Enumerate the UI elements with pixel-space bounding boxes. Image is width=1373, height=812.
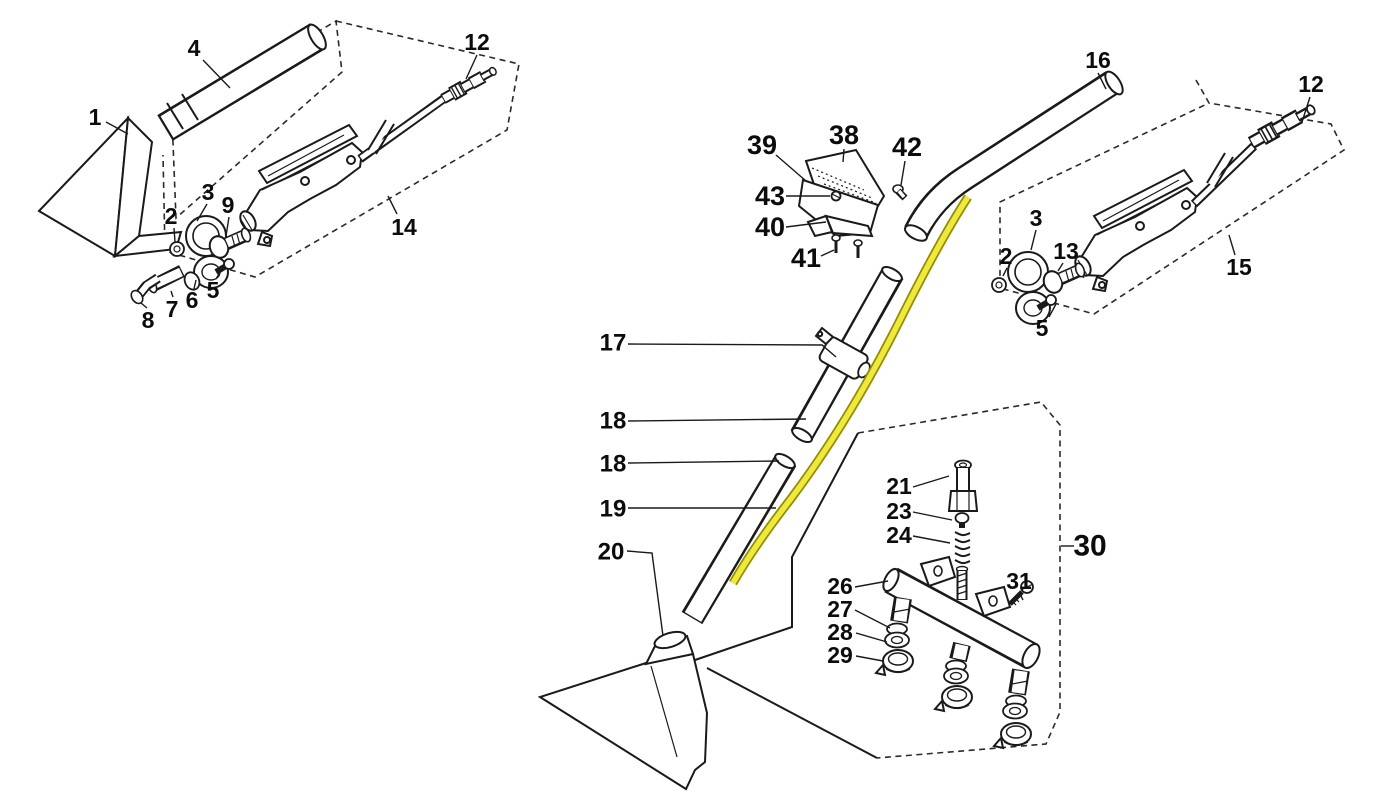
dashed-box-manifold — [694, 401, 1061, 759]
leader-line-3 — [1030, 229, 1037, 251]
manifold-outlet-3 — [992, 668, 1032, 750]
leader-line-27 — [854, 609, 891, 629]
handle-tube — [157, 23, 327, 141]
part-label-28[interactable]: 28 — [827, 619, 853, 645]
part-label-39[interactable]: 39 — [747, 130, 777, 160]
leader-line-38 — [842, 148, 845, 163]
part-label-30[interactable]: 30 — [1073, 530, 1106, 563]
clamp-parts-left — [130, 216, 252, 305]
part-label-5[interactable]: 5 — [1036, 315, 1049, 341]
leader-line-9 — [225, 216, 230, 237]
part-label-21[interactable]: 21 — [886, 473, 912, 499]
trigger-gun-right — [1071, 102, 1318, 292]
part-label-42[interactable]: 42 — [892, 132, 922, 162]
leader-line-2 — [173, 227, 176, 243]
part-label-1[interactable]: 1 — [89, 104, 102, 130]
leader-line-42 — [900, 160, 906, 186]
part-label-3[interactable]: 3 — [1030, 205, 1043, 231]
part-label-14[interactable]: 14 — [391, 214, 417, 240]
part-label-8[interactable]: 8 — [142, 307, 155, 333]
part-label-26[interactable]: 26 — [827, 573, 853, 599]
part-label-12[interactable]: 12 — [464, 29, 490, 55]
leader-line-15 — [1228, 234, 1236, 256]
part-label-5[interactable]: 5 — [207, 277, 220, 303]
manifold-outlet-1 — [874, 596, 914, 677]
part-label-6[interactable]: 6 — [186, 287, 199, 313]
leader-lines — [105, 54, 1311, 662]
leader-line-1 — [105, 121, 129, 135]
coupler-right — [1248, 102, 1318, 150]
leader-line-12 — [1301, 96, 1311, 123]
leader-line-4 — [202, 59, 231, 89]
part-label-29[interactable]: 29 — [827, 642, 853, 668]
part-label-15[interactable]: 15 — [1226, 254, 1252, 280]
trigger-lever-parts — [797, 148, 908, 258]
leader-line-23 — [912, 511, 953, 521]
part-label-7[interactable]: 7 — [166, 296, 179, 322]
curved-lance-tube — [904, 70, 1124, 242]
clamp-parts-right — [992, 252, 1086, 324]
part-label-12[interactable]: 12 — [1298, 71, 1324, 97]
tube-clamp — [814, 326, 871, 380]
leader-line-40 — [785, 221, 827, 228]
leader-line-7 — [170, 290, 174, 298]
leader-line-2 — [1002, 267, 1008, 277]
leader-line-39 — [775, 154, 807, 182]
part-label-20[interactable]: 20 — [598, 539, 625, 566]
part-label-27[interactable]: 27 — [827, 596, 853, 622]
part-label-17[interactable]: 17 — [600, 330, 627, 357]
leader-line-21 — [912, 475, 950, 488]
part-label-19[interactable]: 19 — [600, 496, 627, 523]
leader-line-3 — [196, 203, 208, 222]
part-label-18[interactable]: 18 — [600, 451, 627, 478]
leader-line-18 — [627, 418, 807, 422]
part-label-23[interactable]: 23 — [886, 498, 912, 524]
part-label-9[interactable]: 9 — [222, 192, 235, 218]
part-label-4[interactable]: 4 — [188, 35, 201, 61]
part-label-24[interactable]: 24 — [886, 522, 912, 548]
leader-line-12 — [465, 54, 478, 80]
leader-line-24 — [912, 535, 951, 544]
part-label-2[interactable]: 2 — [165, 203, 178, 229]
part-label-31[interactable]: 31 — [1006, 568, 1032, 594]
extension-tube-lower — [681, 452, 797, 625]
leader-line-5 — [1048, 303, 1057, 318]
part-label-40[interactable]: 40 — [755, 212, 785, 242]
nozzle-manifold — [874, 459, 1041, 750]
leader-line-41 — [820, 249, 835, 257]
leader-line-18 — [627, 460, 780, 464]
part-label-18[interactable]: 18 — [600, 408, 627, 435]
leader-line-8 — [140, 302, 148, 309]
part-label-13[interactable]: 13 — [1053, 238, 1079, 264]
spray-shoe — [537, 630, 709, 791]
part-label-3[interactable]: 3 — [202, 179, 215, 205]
part-label-2[interactable]: 2 — [1000, 243, 1013, 269]
hand-tool-head — [37, 115, 183, 259]
leader-line-17 — [627, 343, 837, 358]
highlighted-hose[interactable] — [729, 194, 972, 586]
part-label-38[interactable]: 38 — [829, 120, 859, 150]
part-label-16[interactable]: 16 — [1085, 47, 1111, 73]
leader-line-31 — [1018, 591, 1024, 601]
manifold-outlet-2 — [933, 641, 973, 713]
part-label-43[interactable]: 43 — [755, 181, 785, 211]
leader-line-14 — [387, 195, 398, 215]
leader-line-26 — [854, 580, 889, 588]
leader-line-13 — [1057, 262, 1064, 272]
leader-line-20 — [626, 550, 664, 637]
leader-line-29 — [855, 655, 884, 662]
leader-line-16 — [1097, 72, 1107, 90]
part-label-41[interactable]: 41 — [791, 243, 821, 273]
leader-line-6 — [193, 279, 197, 290]
trigger-gun-left — [236, 65, 498, 247]
leader-line-5 — [215, 268, 223, 280]
leader-line-28 — [855, 632, 888, 643]
